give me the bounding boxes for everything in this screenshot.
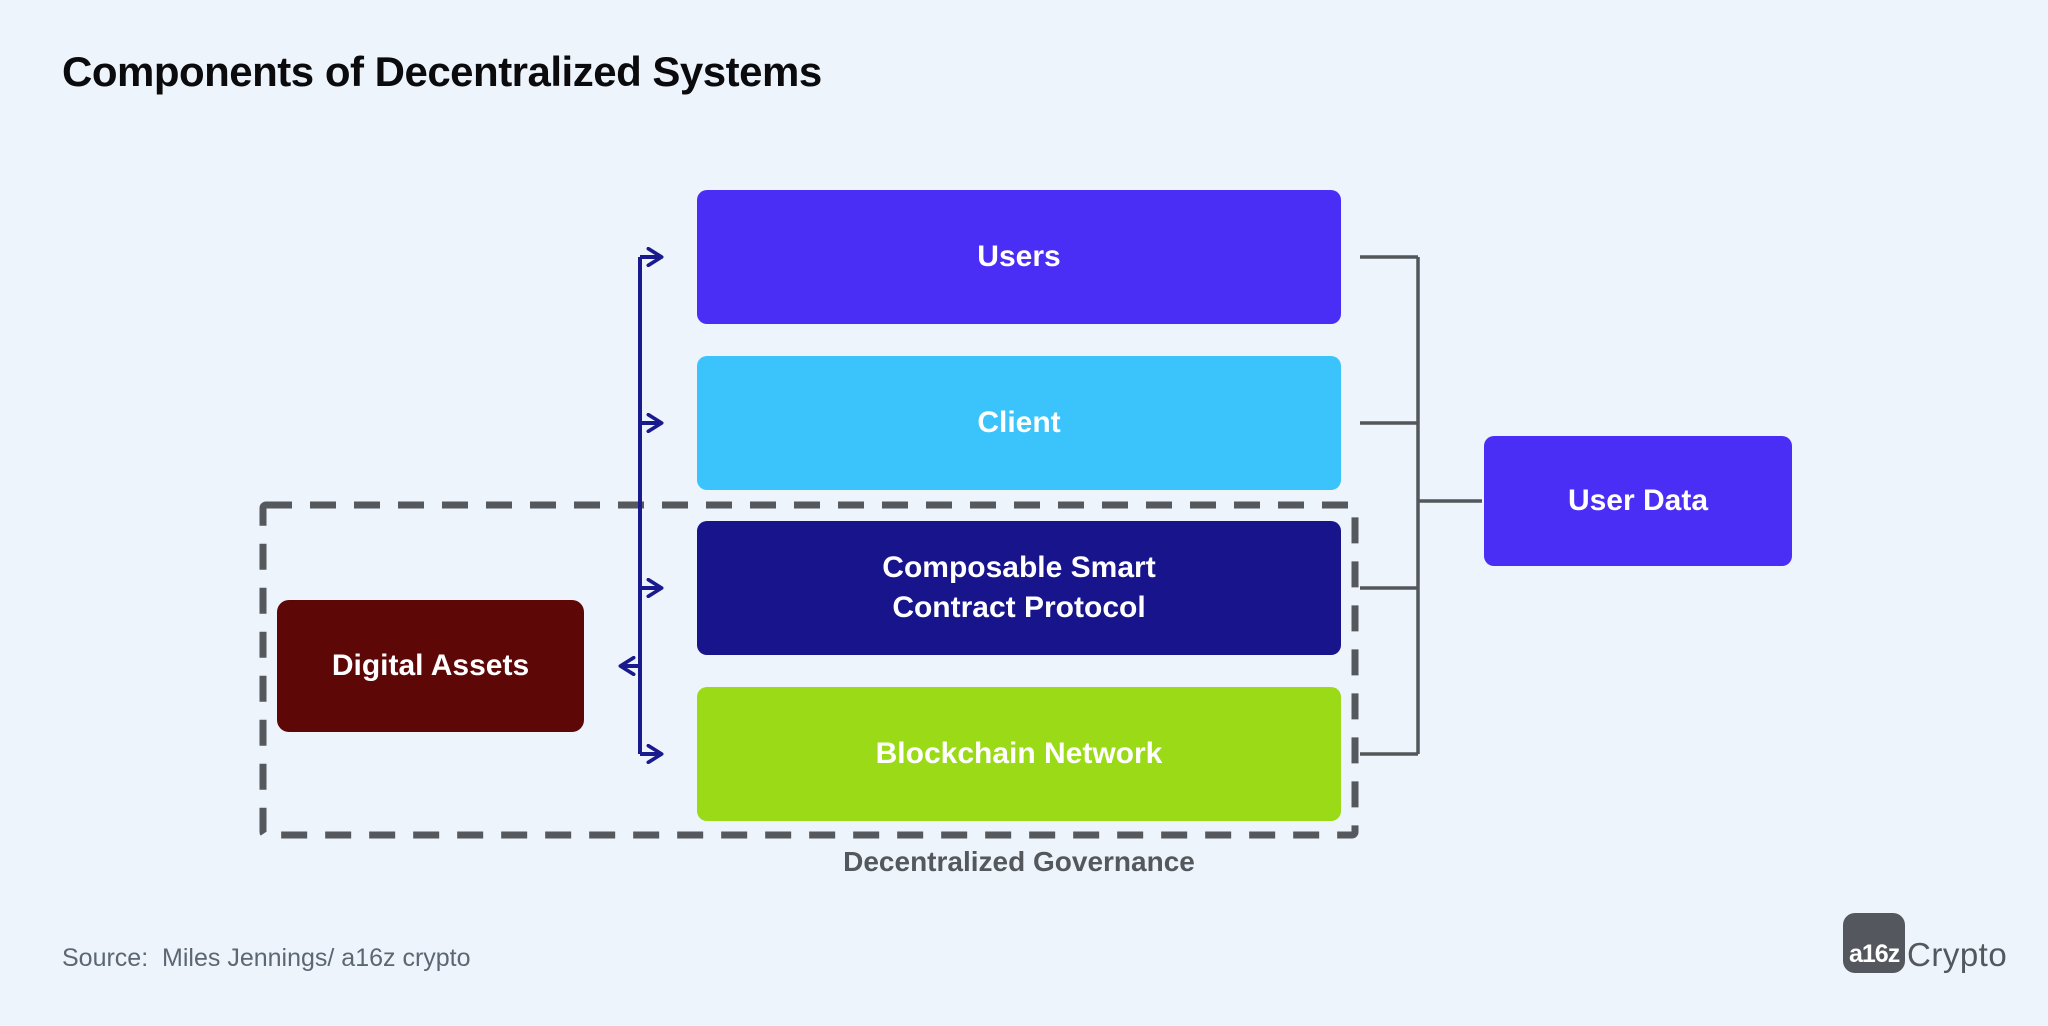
node-users: Users [697,190,1341,324]
node-user-data-label: User Data [1567,483,1709,517]
node-user-data: User Data [1484,436,1792,566]
node-client: Client [697,356,1341,490]
governance-group-label: Decentralized Governance [843,846,1195,877]
page-title: Components of Decentralized Systems [62,48,822,95]
node-cscp-label: Composable Smart Contract Protocol [882,550,1156,625]
a16z-logo-badge-text: a16z [1849,940,1900,968]
node-users-label: Users [977,239,1061,273]
gray-connectors [1360,255,1482,756]
node-blockchain-network: Blockchain Network [697,687,1341,821]
source-attribution: Source: Miles Jennings/ a16z crypto [62,944,471,972]
node-composable-smart-contract-protocol: Composable Smart Contract Protocol [697,521,1341,655]
crypto-wordmark: Crypto [1907,936,2008,973]
node-digital-assets: Digital Assets [277,600,584,732]
governance-dashed-border [259,501,1359,839]
navy-connectors [622,257,660,754]
a16z-crypto-logo: a16z Crypto [1843,913,2007,973]
node-blockchain-label: Blockchain Network [875,736,1163,770]
a16z-logo-badge: a16z [1843,913,1905,973]
node-client-label: Client [977,405,1061,439]
node-digital-assets-label: Digital Assets [331,648,530,682]
